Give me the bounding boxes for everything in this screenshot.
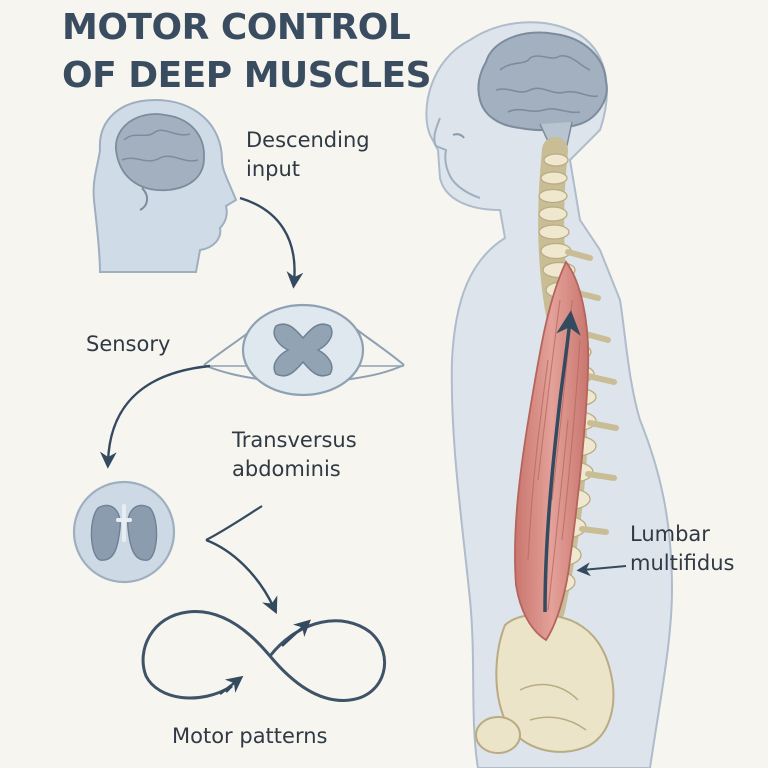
spinal-cord-cross-section xyxy=(203,303,405,397)
page-title: MOTOR CONTROL OF DEEP MUSCLES xyxy=(62,4,432,100)
abdomen-circle-icon xyxy=(72,480,176,584)
title-line-1: MOTOR CONTROL xyxy=(62,7,411,48)
sensory-label: Sensory xyxy=(86,332,171,356)
pelvis-illustration xyxy=(475,613,615,754)
muscle-activation-arrow xyxy=(543,310,581,613)
descending-input-label: Descending input xyxy=(246,128,370,181)
multifidus-muscle xyxy=(514,260,590,642)
transversus-abdominis-label: Transversus abdominis xyxy=(232,428,357,481)
small-head-icon xyxy=(92,98,238,273)
title-line-2: OF DEEP MUSCLES xyxy=(62,55,432,96)
lumbar-pointer-arrow xyxy=(576,562,627,577)
transversus-connector xyxy=(205,505,263,541)
lumbar-multifidus-label: Lumbar multifidus xyxy=(630,522,735,575)
motor-patterns-label: Motor patterns xyxy=(172,724,328,748)
motor-output-arrow xyxy=(205,538,278,615)
descending-arrow xyxy=(239,196,304,289)
motor-patterns-loop-icon xyxy=(141,610,387,702)
large-brain-icon xyxy=(477,31,608,151)
sensory-arrow xyxy=(99,364,211,469)
